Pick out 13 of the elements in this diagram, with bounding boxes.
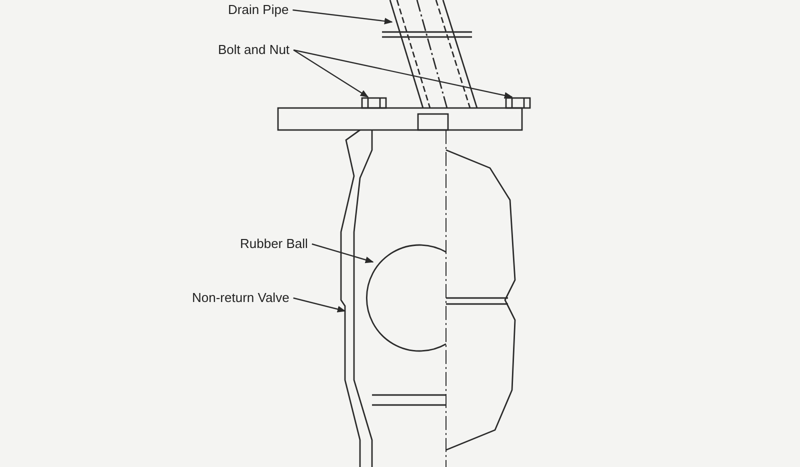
leader-line xyxy=(312,243,374,264)
drain-pipe xyxy=(382,0,478,108)
leader-line xyxy=(293,50,369,98)
leader-line xyxy=(293,49,513,99)
leader-line xyxy=(292,9,393,24)
leader-line xyxy=(293,297,346,312)
bolt-and-nut xyxy=(361,97,387,109)
bolt-and-nut xyxy=(505,97,531,109)
part-label: Rubber Ball xyxy=(240,236,308,252)
part-label: Non-return Valve xyxy=(192,290,290,306)
valve-body xyxy=(340,129,516,467)
part-label: Bolt and Nut xyxy=(218,42,290,58)
part-label: Drain Pipe xyxy=(228,2,289,18)
